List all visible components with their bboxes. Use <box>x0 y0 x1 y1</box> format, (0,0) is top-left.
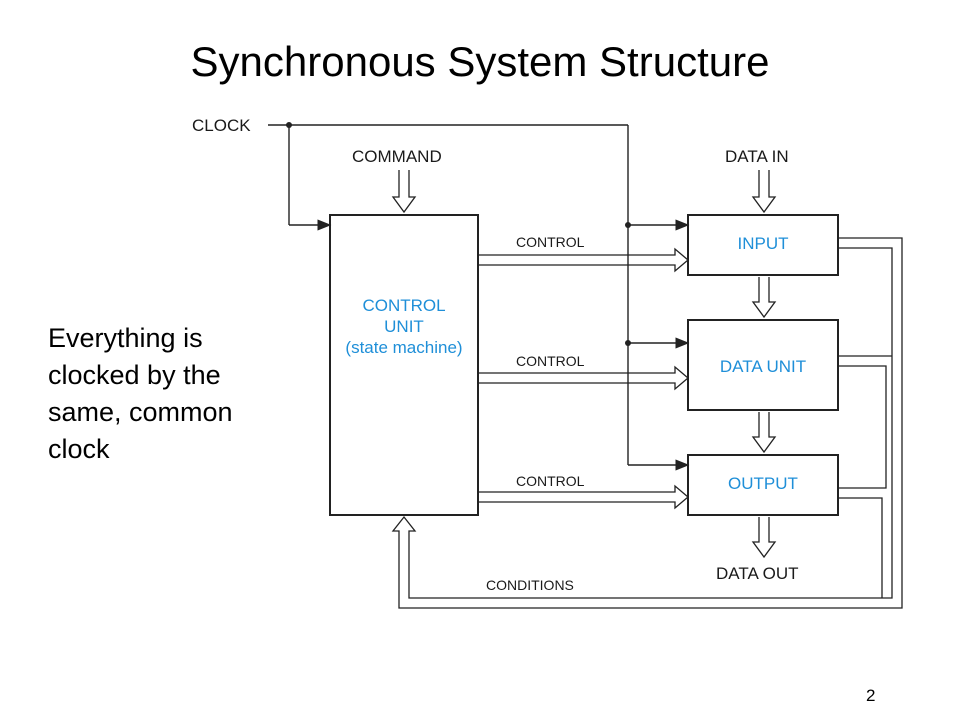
conditions-feedback-outer <box>391 237 903 609</box>
page-number: 2 <box>866 686 876 705</box>
clock-junction <box>625 340 631 346</box>
clock-junction <box>625 222 631 228</box>
conditions-feed-output-a <box>838 365 887 489</box>
data-unit-to-output-arrow <box>751 412 777 454</box>
input-label: INPUT <box>738 234 789 253</box>
control-unit-subtitle: UNIT <box>384 317 424 336</box>
conditions-label: CONDITIONS <box>486 577 574 593</box>
data-unit-block <box>687 319 839 411</box>
command-arrow <box>391 170 417 214</box>
control-unit-title: CONTROL <box>362 296 445 315</box>
data-in-label: DATA IN <box>725 147 789 166</box>
control-arrow-output <box>478 484 690 510</box>
clock-caption: Everything is clocked by the same, commo… <box>48 323 233 464</box>
control-unit-block <box>329 214 479 516</box>
conditions-feed-output-b <box>838 497 883 598</box>
data-unit-label: DATA UNIT <box>720 357 806 376</box>
control-label-1: CONTROL <box>516 234 585 250</box>
slide-title: Synchronous System Structure <box>190 38 770 85</box>
clock-lines <box>268 124 690 471</box>
data-out-arrow <box>751 517 777 559</box>
output-label: OUTPUT <box>728 474 798 493</box>
control-arrow-data-unit <box>478 365 690 391</box>
clock-junction <box>286 122 292 128</box>
control-label-3: CONTROL <box>516 473 585 489</box>
control-label-2: CONTROL <box>516 353 585 369</box>
output-block <box>687 454 839 516</box>
input-to-data-unit-arrow <box>751 277 777 319</box>
input-block <box>687 214 839 276</box>
clock-label: CLOCK <box>192 116 251 135</box>
control-arrow-input <box>478 247 690 273</box>
data-in-arrow <box>751 170 777 214</box>
data-out-label: DATA OUT <box>716 564 799 583</box>
command-label: COMMAND <box>352 147 442 166</box>
control-unit-note: (state machine) <box>345 338 462 357</box>
